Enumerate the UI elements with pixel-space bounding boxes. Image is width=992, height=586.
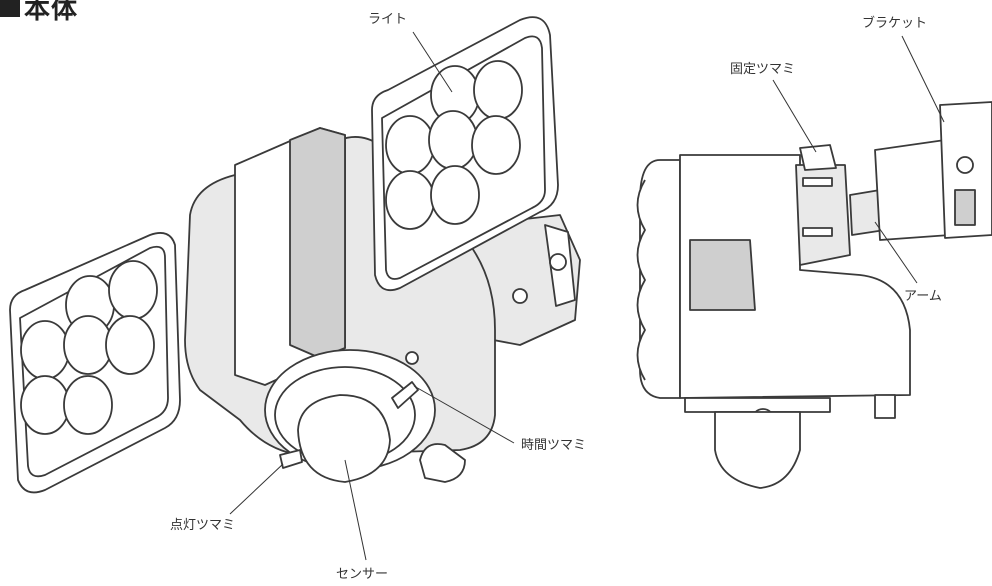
label-light: ライト [368, 12, 408, 27]
side-lens [636, 159, 681, 399]
heading-square-icon [0, 0, 20, 17]
side-body [679, 154, 911, 489]
side-view [636, 101, 992, 489]
front-view [9, 16, 581, 494]
sensor-assembly [264, 349, 466, 483]
heading-text: 本体 [24, 0, 79, 25]
side-bracket [939, 101, 992, 239]
side-arm [849, 139, 951, 241]
leader-lines [229, 31, 945, 561]
left-panel-leds [20, 260, 158, 435]
side-fixing-knob [795, 144, 851, 266]
label-bracket: ブラケット [862, 16, 928, 31]
label-fixing-knob: 固定ツマミ [730, 62, 796, 77]
left-light-panel [9, 232, 181, 494]
right-light-panel [371, 16, 559, 292]
label-sensor: センサー [336, 567, 389, 582]
label-time-knob: 時間ツマミ [521, 438, 587, 453]
right-panel-leds [385, 60, 523, 230]
section-heading: 本体 [0, 0, 78, 25]
label-arm: アーム [904, 289, 942, 304]
label-lighting-knob: 点灯ツマミ [170, 518, 236, 533]
